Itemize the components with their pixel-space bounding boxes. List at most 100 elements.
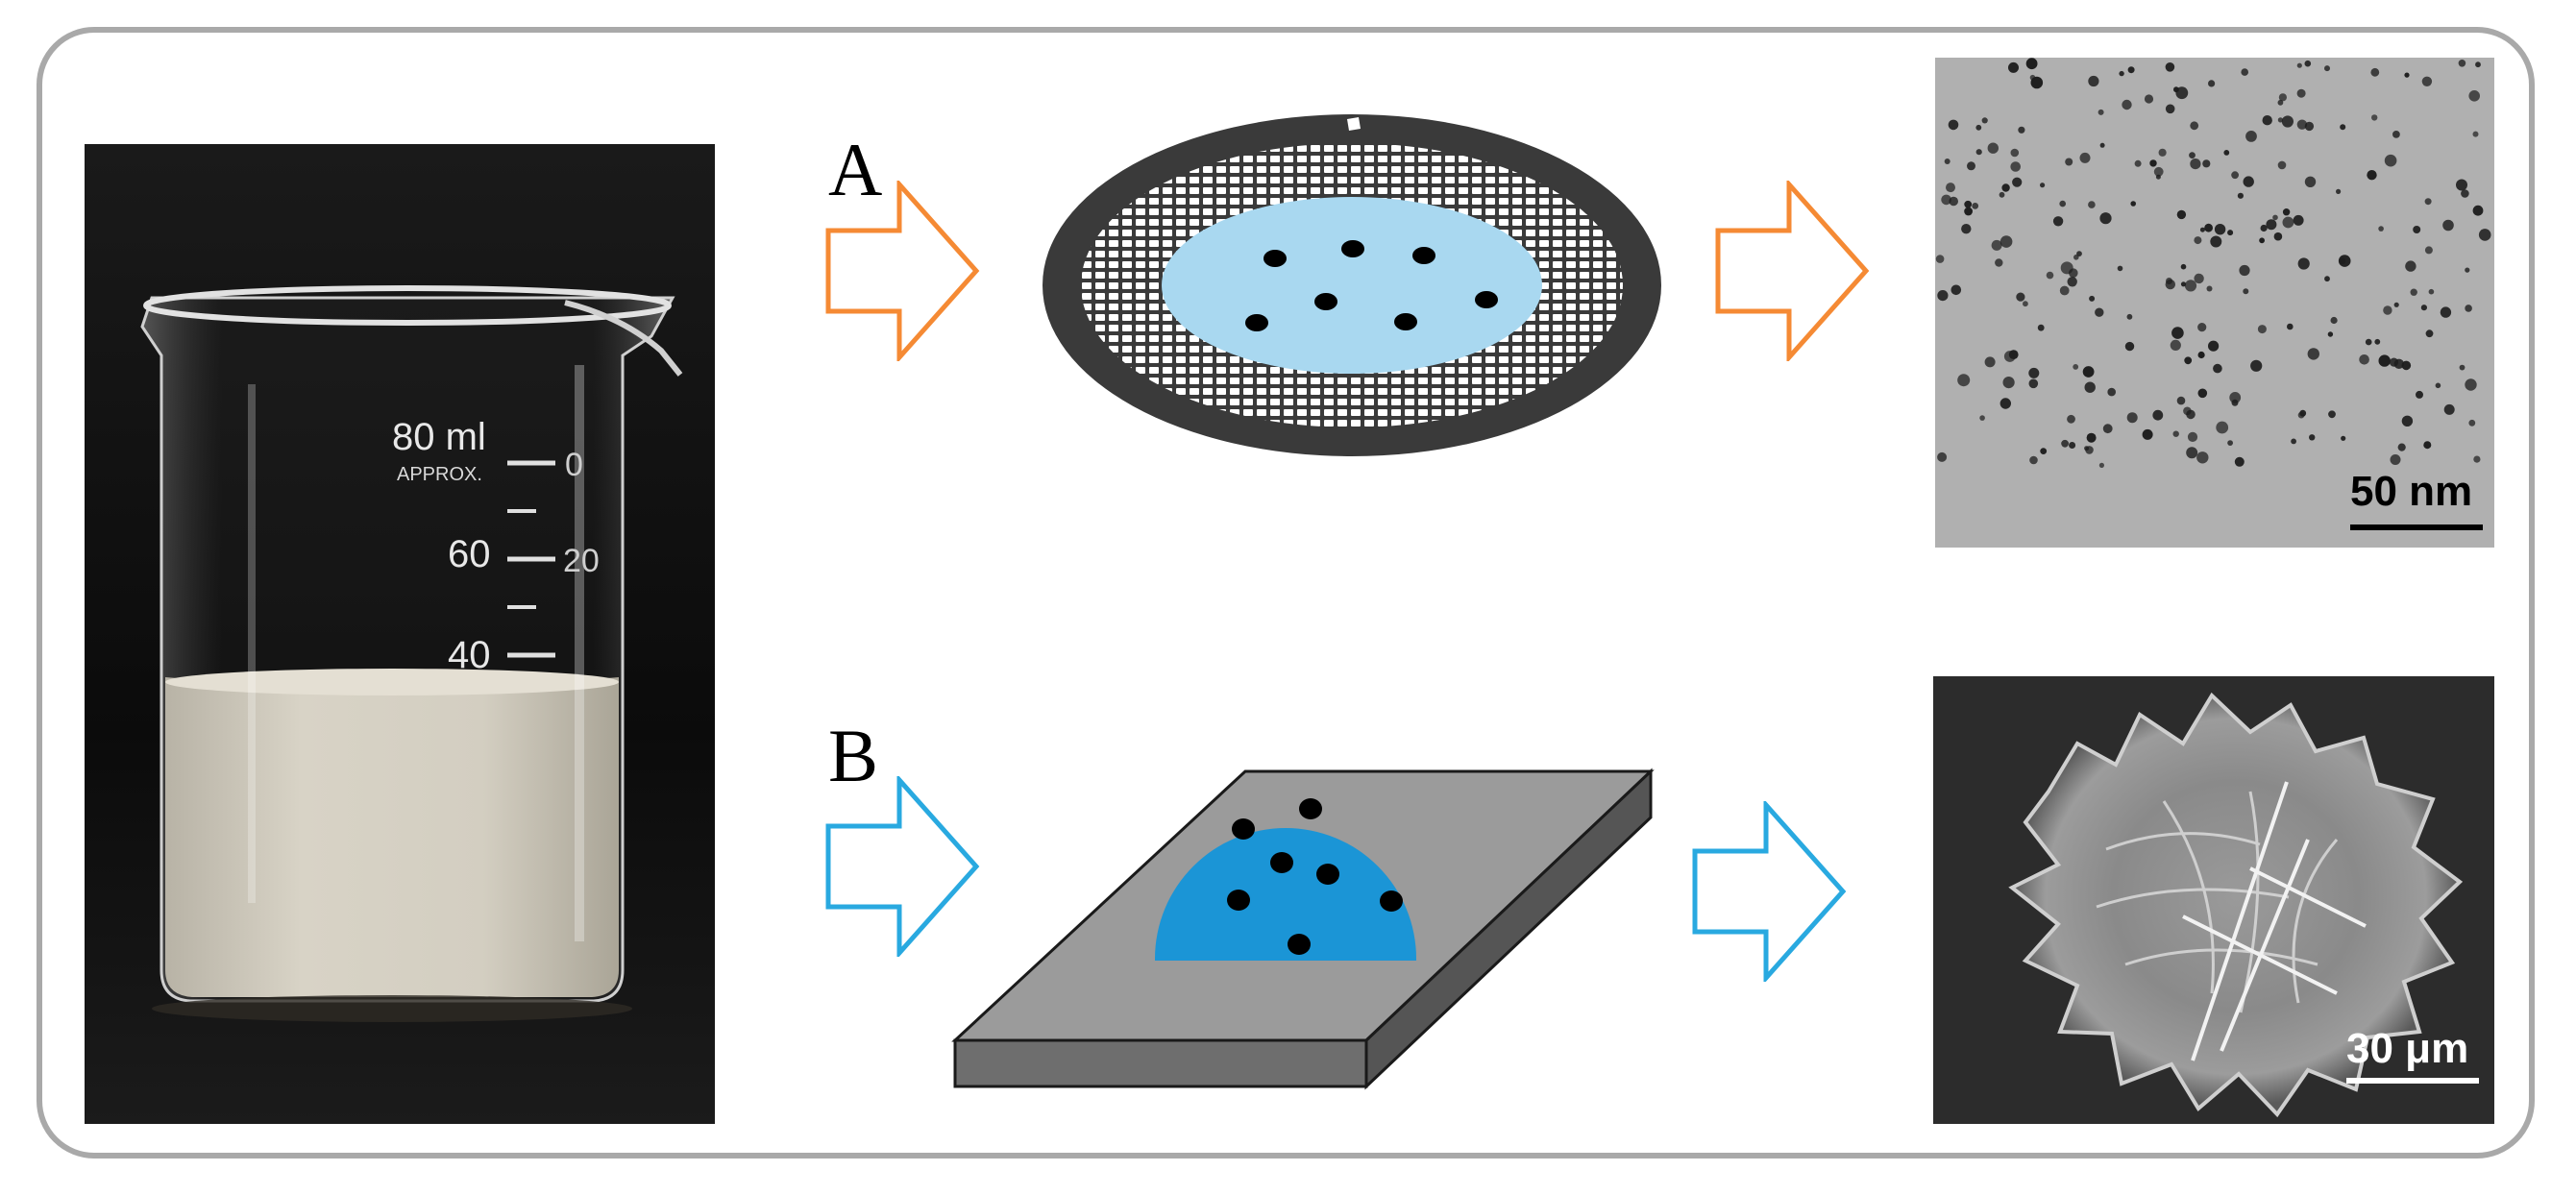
tem-particle <box>2340 124 2346 131</box>
particle <box>1316 864 1339 885</box>
tem-particle <box>2383 305 2392 315</box>
tem-particle <box>2327 331 2334 337</box>
tem-particle <box>2229 392 2242 403</box>
tem-particle <box>2176 209 2187 220</box>
tem-particle <box>2397 443 2406 451</box>
tem-particle <box>2384 154 2397 167</box>
droplet-a <box>1162 197 1542 374</box>
tem-particle <box>2442 219 2454 232</box>
tem-particle <box>1991 239 2002 251</box>
tem-particle <box>2428 288 2435 295</box>
tem-particle <box>2065 158 2073 166</box>
tem-particle <box>1935 255 1945 263</box>
tem-particle <box>2456 179 2467 191</box>
tem-particle <box>2010 148 2020 158</box>
tem-particle <box>2257 325 2267 334</box>
tem-particle <box>2393 358 2404 369</box>
tem-particle <box>1937 290 1949 302</box>
arrow-a-left-icon <box>825 181 980 361</box>
tem-particle <box>2190 159 2201 170</box>
tem-particle <box>2067 414 2075 424</box>
tem-particle <box>2028 367 2040 378</box>
tem-particle <box>2359 354 2369 365</box>
tem-particle <box>2296 88 2306 98</box>
tem-particle <box>1995 258 2003 267</box>
tem-particle <box>2259 237 2265 244</box>
tem-particle <box>2085 446 2094 454</box>
tem-particle <box>2465 305 2472 312</box>
tem-particle <box>2227 230 2234 236</box>
tem-particle <box>2374 338 2381 345</box>
tem-particle <box>1937 451 1948 462</box>
tem-particle <box>2475 61 2481 68</box>
tem-particle <box>2127 66 2135 74</box>
tem-particle <box>2378 354 2391 367</box>
tem-particle <box>2037 324 2045 331</box>
tem-particle <box>2370 67 2380 77</box>
tem-particle <box>2390 454 2401 465</box>
tem-particle <box>2307 348 2319 360</box>
tem-particle <box>2098 109 2104 115</box>
tem-particle <box>2061 439 2069 448</box>
particle <box>1314 293 1337 310</box>
tem-particle <box>2291 438 2296 445</box>
tem-particle <box>1972 203 1979 209</box>
tem-particle <box>1999 398 2011 409</box>
tem-particle <box>2401 415 2414 427</box>
tem-particle <box>2152 409 2164 421</box>
tem-particle <box>2231 171 2239 180</box>
sem-scale-label: 30 μm <box>2346 1025 2469 1072</box>
tem-particle <box>2227 440 2233 446</box>
tem-particle <box>2173 86 2179 93</box>
beaker-volume-label: 80 ml <box>392 416 486 458</box>
substrate-droplet-diagram <box>951 768 1655 1090</box>
tem-particle <box>2272 214 2278 221</box>
tem-particle <box>2297 257 2310 270</box>
tem-particle <box>2165 62 2175 72</box>
tem-particle <box>2012 177 2023 187</box>
tem-particle <box>1941 194 1951 206</box>
tem-particle <box>2187 431 2198 442</box>
tem-particle <box>2278 93 2287 102</box>
tem-particle <box>2084 381 2096 393</box>
particle <box>1341 240 1364 257</box>
tem-particle <box>2089 295 2096 302</box>
tem-particle <box>2277 99 2284 106</box>
beaker-back-graduation-20: 20 <box>563 543 600 579</box>
tem-particle <box>2213 363 2222 374</box>
tem-particle <box>2458 60 2466 67</box>
tem-particle <box>2079 152 2091 163</box>
tem-particle <box>2250 359 2263 372</box>
tem-particle <box>1987 142 1999 154</box>
tem-particle <box>2144 94 2154 104</box>
tem-particle <box>2158 148 2167 157</box>
tem-particle <box>2304 176 2317 187</box>
tem-particle <box>2324 276 2330 282</box>
tem-particle <box>1967 161 1975 171</box>
tem-particle <box>2076 251 2082 256</box>
tem-particle <box>2367 170 2377 181</box>
tem-particle <box>2098 462 2104 468</box>
tem-particle <box>2184 280 2197 292</box>
beaker-photo: 80 ml APPROX. 60 40 0 20 <box>85 144 715 1124</box>
beaker-graduation-40: 40 <box>448 634 491 676</box>
tem-particle <box>2273 232 2283 241</box>
substrate-front <box>953 1038 1368 1088</box>
tem-particle <box>2328 410 2336 419</box>
tem-particle <box>2208 340 2220 352</box>
tem-particle <box>2420 305 2427 311</box>
tem-particle <box>2468 419 2476 427</box>
tem-particle <box>2197 323 2207 332</box>
tem-particle <box>2216 421 2229 434</box>
tem-particle <box>2124 341 2135 352</box>
tem-particle <box>1999 191 2005 198</box>
tem-particle <box>2126 412 2138 424</box>
tem-particle <box>2472 131 2479 137</box>
tem-particle <box>2262 115 2272 126</box>
tem-particle <box>2421 76 2433 86</box>
tem-particle <box>2330 316 2338 325</box>
tem-particle <box>2296 119 2308 130</box>
tem-particle <box>1961 224 1972 234</box>
tem-particle <box>2309 434 2316 441</box>
tem-particle <box>2277 117 2283 123</box>
